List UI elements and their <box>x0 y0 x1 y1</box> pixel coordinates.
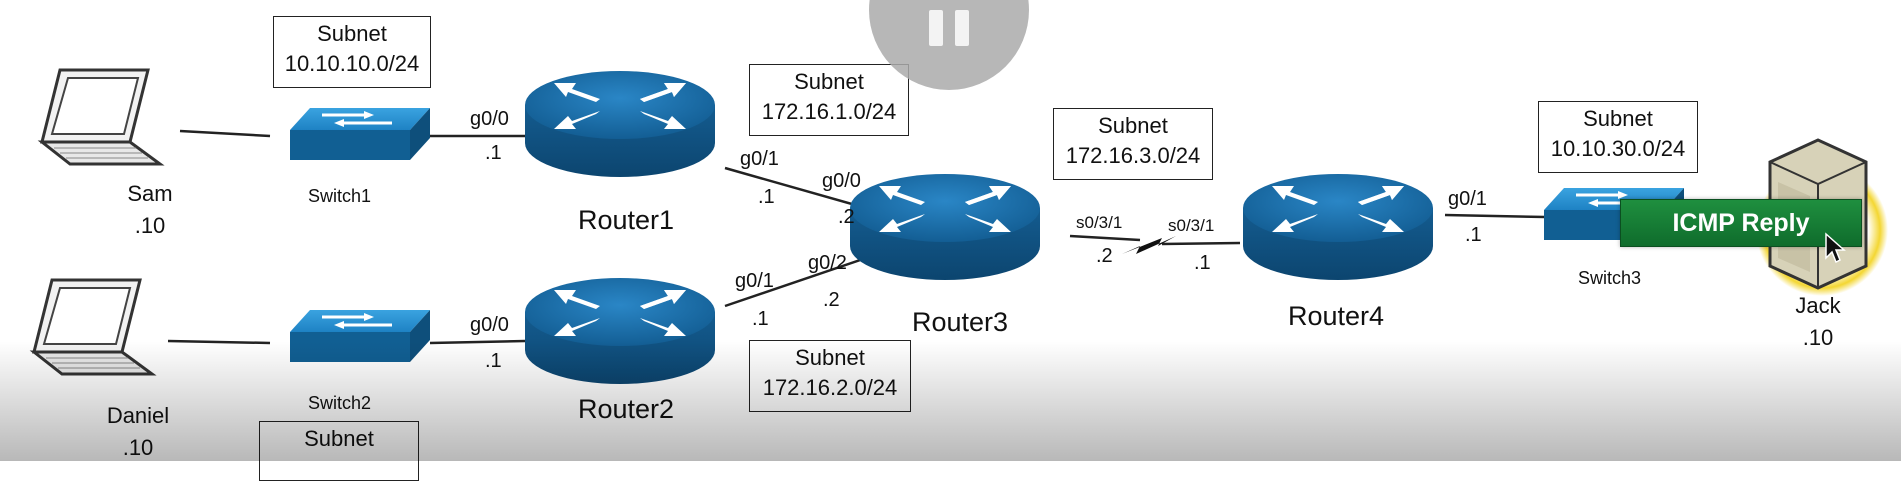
subnet-title: Subnet <box>1098 113 1168 138</box>
host-name: Daniel <box>106 403 170 428</box>
host-addr: .10 <box>122 435 154 460</box>
subnet-title: Subnet <box>795 345 865 370</box>
subnet-box-switch2: Subnet <box>259 421 419 481</box>
subnet-cidr: 172.16.1.0/24 <box>761 99 897 124</box>
subnet-box-r2-r3: Subnet 172.16.2.0/24 <box>749 340 911 412</box>
link-r4-serial-b <box>1161 241 1241 246</box>
switch1-icon <box>288 106 432 162</box>
link-daniel-switch2 <box>167 339 271 345</box>
host-name: Sam <box>127 181 173 206</box>
addr-r3-s031: .2 <box>1096 245 1113 267</box>
subnet-title: Subnet <box>317 21 387 46</box>
router2-icon <box>525 278 715 384</box>
host-sam <box>40 68 162 166</box>
subnet-cidr: 172.16.3.0/24 <box>1065 143 1201 168</box>
addr-r3-g02: .2 <box>823 289 840 311</box>
subnet-cidr: 10.10.10.0/24 <box>284 51 420 76</box>
subnet-cidr: 10.10.30.0/24 <box>1550 136 1686 161</box>
icmp-reply-packet: ICMP Reply <box>1620 199 1862 247</box>
subnet-title: Subnet <box>1583 106 1653 131</box>
router4-label: Router4 <box>1288 301 1385 331</box>
host-label-sam: Sam .10 <box>110 178 190 242</box>
serial-lightning-icon <box>1122 236 1176 254</box>
port-r4-s031: s0/3/1 <box>1168 216 1215 235</box>
link-router2-router3 <box>724 253 876 308</box>
addr-r2-g01: .1 <box>752 308 769 330</box>
host-name: Jack <box>1795 293 1841 318</box>
router1-label: Router1 <box>578 205 675 235</box>
router1-icon <box>525 71 715 177</box>
pause-bar-left <box>929 10 943 46</box>
subnet-box-r3-r4: Subnet 172.16.3.0/24 <box>1053 108 1213 180</box>
mouse-cursor-icon <box>1825 232 1846 264</box>
host-label-jack: Jack .10 <box>1778 290 1858 354</box>
link-router4-switch3 <box>1444 213 1546 219</box>
host-addr: .10 <box>134 213 166 238</box>
router2-label: Router2 <box>578 394 675 424</box>
links <box>167 129 1546 345</box>
subnet-box-switch1: Subnet 10.10.10.0/24 <box>273 16 431 88</box>
addr-r1-g00: .1 <box>485 142 502 164</box>
link-switch2-router2 <box>429 339 526 345</box>
port-r3-g00: g0/0 <box>822 170 861 192</box>
router3-icon <box>850 174 1040 280</box>
link-sam-switch1 <box>179 129 271 138</box>
host-daniel <box>32 278 154 376</box>
link-r3-serial-a <box>1069 234 1141 242</box>
subnet-title: Subnet <box>304 426 374 451</box>
subnet-title: Subnet <box>794 69 864 94</box>
port-r2-g01: g0/1 <box>735 270 774 292</box>
addr-r3-g00: .2 <box>838 206 855 228</box>
addr-r4-s031: .1 <box>1194 252 1211 274</box>
switch2-icon <box>288 308 432 364</box>
subnet-box-switch3: Subnet 10.10.30.0/24 <box>1538 101 1698 173</box>
host-label-daniel: Daniel .10 <box>88 400 188 464</box>
port-r4-g01: g0/1 <box>1448 188 1487 210</box>
laptop-icon <box>32 278 154 376</box>
addr-r4-g01: .1 <box>1465 224 1482 246</box>
switch1-label: Switch1 <box>308 186 372 206</box>
addr-r1-g01: .1 <box>758 186 775 208</box>
switch2-label: Switch2 <box>308 393 372 413</box>
port-r1-g00: g0/0 <box>470 108 509 130</box>
subnet-cidr: 172.16.2.0/24 <box>762 375 898 400</box>
switch3-label: Switch3 <box>1578 268 1642 288</box>
router3-label: Router3 <box>912 307 1009 337</box>
host-addr: .10 <box>1802 325 1834 350</box>
port-r2-g00: g0/0 <box>470 314 509 336</box>
port-r3-s031: s0/3/1 <box>1076 213 1123 232</box>
router4-icon <box>1243 174 1433 280</box>
pause-bar-right <box>955 10 969 46</box>
addr-r2-g00: .1 <box>485 350 502 372</box>
laptop-icon <box>40 68 162 166</box>
port-r3-g02: g0/2 <box>808 252 847 274</box>
subnet-box-r1-r3: Subnet 172.16.1.0/24 <box>749 64 909 136</box>
port-r1-g01: g0/1 <box>740 148 779 170</box>
